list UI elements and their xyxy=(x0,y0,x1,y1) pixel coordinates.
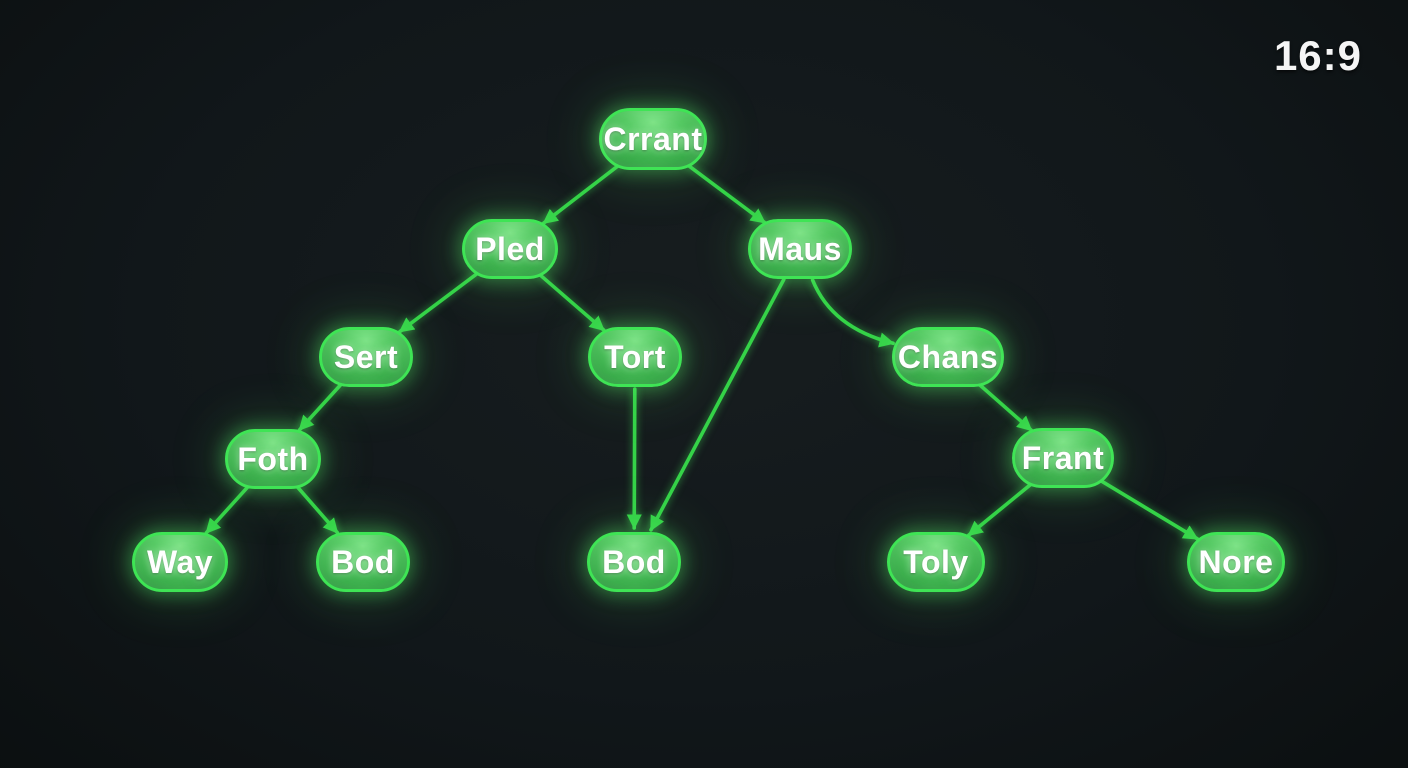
tree-node-crrant: Crrant xyxy=(599,108,707,170)
edge-foth-bod-left xyxy=(295,485,340,535)
edge-pled-tort xyxy=(538,272,606,332)
tree-node-label: Pled xyxy=(475,230,545,267)
tree-node-nore: Nore xyxy=(1187,532,1285,592)
edge-chans-frant xyxy=(977,382,1034,432)
tree-node-label: Foth xyxy=(237,440,309,477)
tree-node-frant: Frant xyxy=(1012,428,1114,488)
tree-node-label: Chans xyxy=(897,338,999,375)
tree-node-label: Tort xyxy=(604,338,666,375)
tree-node-label: Nore xyxy=(1198,543,1274,580)
edge-maus-chans xyxy=(810,278,895,348)
tree-node-label: Toly xyxy=(903,543,969,580)
edge-frant-toly xyxy=(966,482,1034,537)
edge-pled-sert xyxy=(398,271,480,334)
edge-frant-nore xyxy=(1098,478,1200,541)
tree-node-way: Way xyxy=(132,532,228,592)
tree-node-pled: Pled xyxy=(462,219,558,279)
tree-node-label: Maus xyxy=(758,230,842,267)
edge-sert-foth xyxy=(297,382,343,432)
tree-node-label: Sert xyxy=(333,338,399,375)
tree-node-label: Bod xyxy=(331,543,395,580)
edge-foth-way xyxy=(204,484,250,535)
tree-node-toly: Toly xyxy=(887,532,985,592)
tree-node-maus: Maus xyxy=(748,219,852,279)
tree-node-bod-left: Bod xyxy=(316,532,410,592)
tree-node-tort: Tort xyxy=(588,327,682,387)
tree-node-foth: Foth xyxy=(225,429,321,489)
tree-node-label: Frant xyxy=(1021,439,1105,476)
tree-node-sert: Sert xyxy=(319,327,413,387)
tree-node-bod-mid: Bod xyxy=(587,532,681,592)
edge-maus-bod-mid xyxy=(649,277,786,532)
edge-tort-bod-mid xyxy=(626,387,642,530)
tree-node-label: Way xyxy=(146,543,214,580)
tree-node-label: Crrant xyxy=(603,120,703,157)
edge-crrant-maus xyxy=(685,163,767,225)
edge-crrant-pled xyxy=(541,163,621,225)
aspect-ratio-label: 16:9 xyxy=(1273,32,1362,79)
tree-node-chans: Chans xyxy=(892,327,1004,387)
tree-node-label: Bod xyxy=(602,543,666,580)
